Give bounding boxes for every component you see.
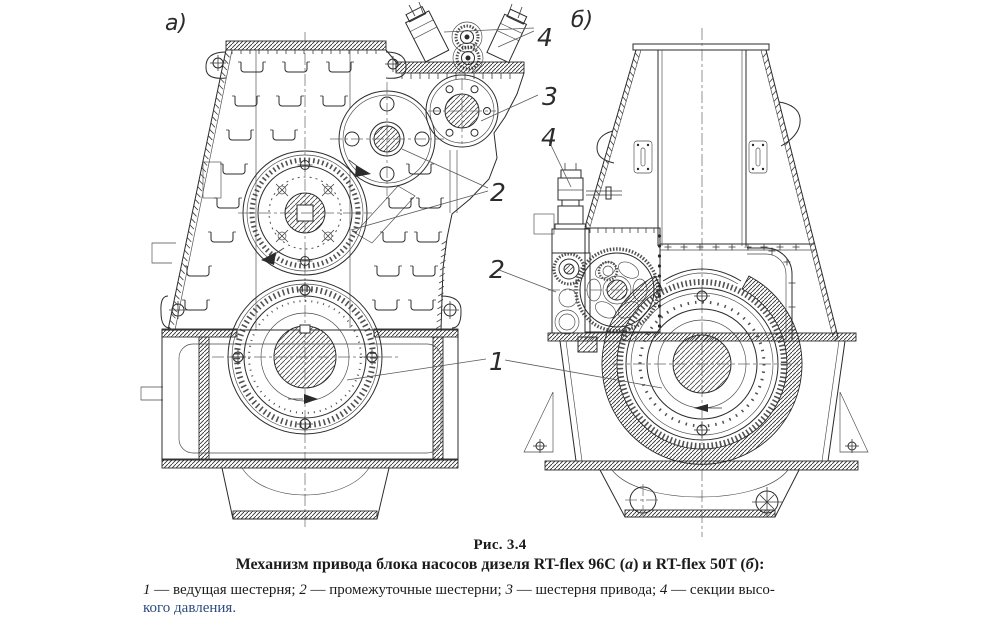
left-engine-drawing [140, 1, 528, 530]
engine-top-flange [225, 40, 387, 51]
figure-title: Механизм привода блока насосов дизеля RT… [235, 556, 765, 573]
generated-details [168, 50, 859, 453]
intermediate-gear-upper [330, 82, 444, 196]
view-label-a: а) [165, 11, 187, 36]
view-label-b: б) [571, 8, 593, 33]
callout-2-left: 2 [490, 178, 506, 207]
hp-pump-sections [404, 1, 528, 74]
column-top-cap [632, 43, 770, 51]
engine-base-right [523, 332, 869, 518]
pump-drive-gear [425, 74, 499, 148]
main-gear-right [601, 275, 803, 465]
callout-4-left: 4 [537, 23, 553, 52]
callout-leaders [346, 27, 663, 389]
callout-3: 3 [542, 82, 558, 111]
side-pipe [747, 247, 793, 340]
callout-1: 1 [489, 347, 505, 376]
figure-caption: Рис. 3.4 Механизм привода блока насосов … [0, 537, 1000, 617]
callout-2-right: 2 [489, 255, 505, 284]
technical-drawing: а) б) 4 3 2 4 2 1 [140, 1, 869, 537]
right-engine-drawing [523, 28, 869, 537]
figure-number: Рис. 3.4 [473, 537, 527, 553]
frame-side-plates [633, 140, 768, 174]
callout-4-right: 4 [541, 123, 557, 152]
legend-tail: кого давления. [143, 600, 237, 616]
figure-legend: 1 — ведущая шестерня; 2 — промежуточные … [143, 582, 775, 616]
